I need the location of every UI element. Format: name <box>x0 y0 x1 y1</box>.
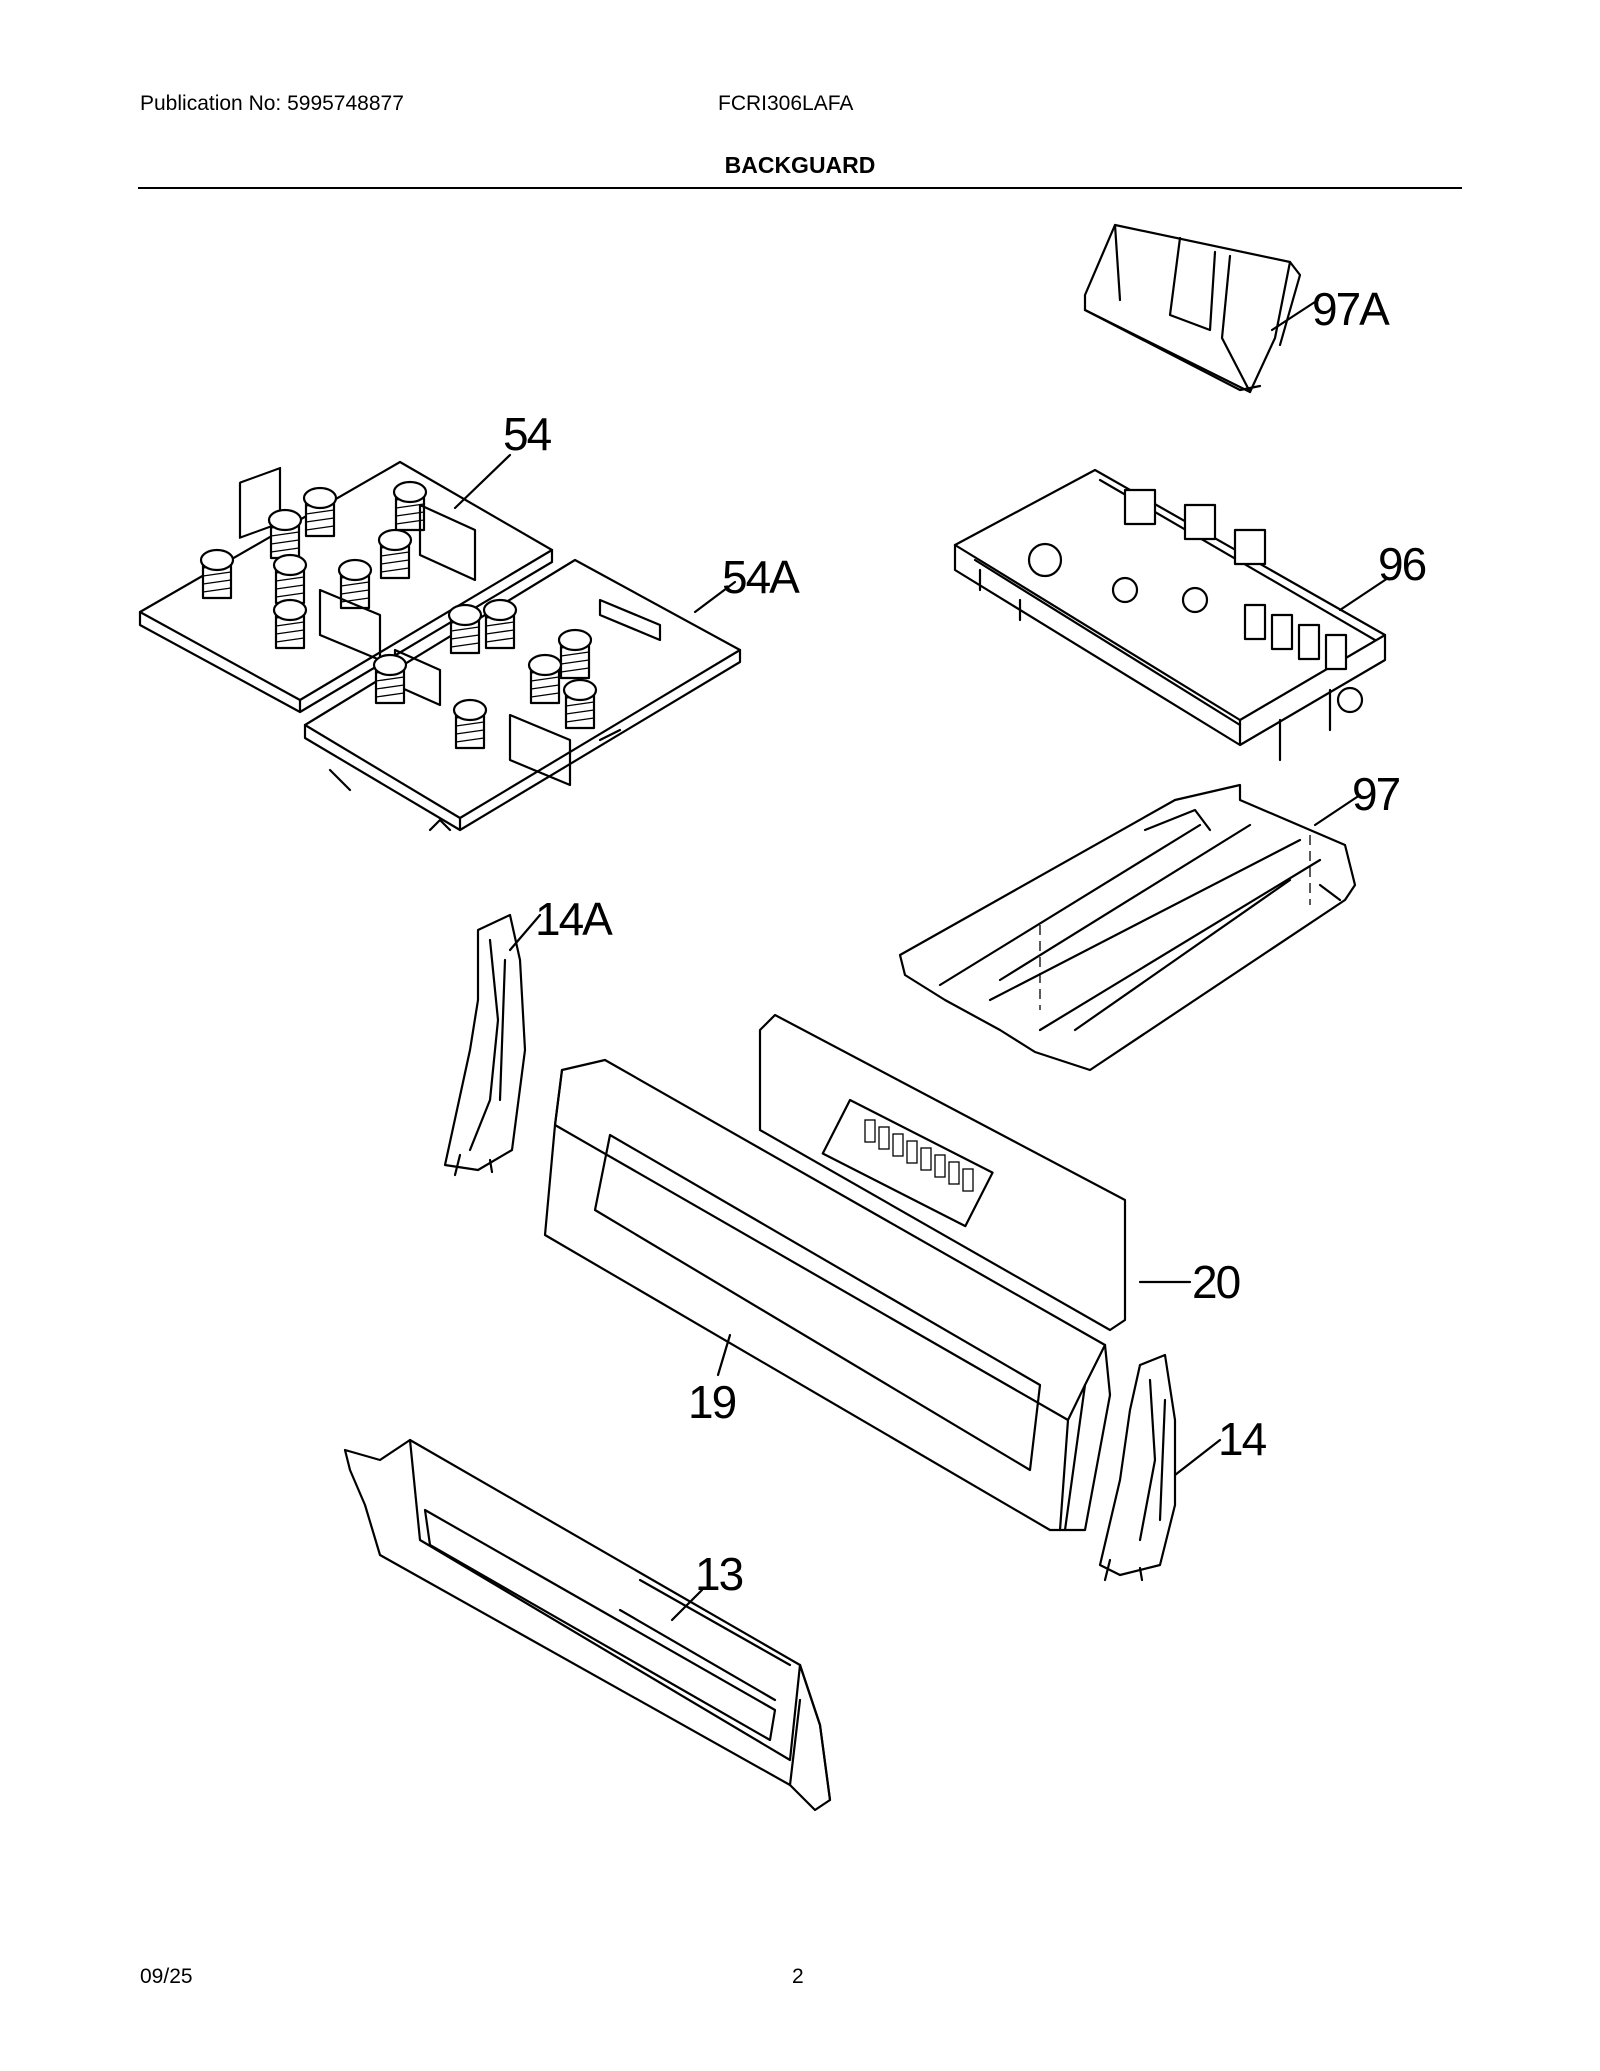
part-54A-relay-board <box>303 558 742 832</box>
part-20-ui-board <box>758 1013 1127 1332</box>
display-segment <box>906 1140 918 1164</box>
coil-54A-0 <box>447 603 483 655</box>
coil-54-7 <box>272 598 308 650</box>
callout-13-label: 13 <box>695 1548 743 1600</box>
coil-54A-1 <box>482 598 518 650</box>
callout-19: 19 <box>688 1333 738 1428</box>
callout-96: 96 <box>1338 538 1428 612</box>
part-14-end-bracket <box>1098 1353 1177 1582</box>
callout-54A: 54A <box>693 551 802 614</box>
part-97-mounting-plate <box>898 783 1357 1072</box>
page-title: BACKGUARD <box>724 152 876 178</box>
callout-54A-label: 54A <box>722 551 800 603</box>
callout-97-label: 97 <box>1352 768 1400 820</box>
coil-54A-3 <box>372 653 408 705</box>
coil-54-3 <box>199 548 235 600</box>
callout-14-label: 14 <box>1218 1413 1267 1465</box>
display-segment <box>864 1119 876 1143</box>
callout-54: 54 <box>453 408 554 510</box>
callout-97A-label: 97A <box>1312 283 1390 335</box>
coil-54-4 <box>272 553 308 605</box>
coil-54A-2 <box>557 628 593 680</box>
coil-54A-6 <box>452 698 488 750</box>
callout-14A: 14A <box>508 893 615 952</box>
display-segment <box>878 1126 890 1150</box>
display-segment <box>934 1154 946 1178</box>
header-rule <box>138 187 1462 189</box>
publication-number: Publication No: 5995748877 <box>140 92 404 115</box>
callout-96-label: 96 <box>1378 538 1426 590</box>
model-number: FCRI306LAFA <box>718 92 854 115</box>
callout-54-label: 54 <box>503 408 552 460</box>
footer-page-number: 2 <box>792 1965 804 1988</box>
part-19-control-panel <box>543 1058 1112 1532</box>
callout-14A-label: 14A <box>535 893 613 945</box>
coil-54A-4 <box>527 653 563 705</box>
coil-54A-5 <box>562 678 598 730</box>
callout-20: 20 <box>1138 1256 1242 1308</box>
callout-14: 14 <box>1173 1413 1269 1477</box>
display-segment <box>948 1161 960 1185</box>
part-13-backguard-frame <box>343 1438 832 1812</box>
part-96-control-housing <box>953 468 1387 762</box>
callout-19-label: 19 <box>688 1376 736 1428</box>
callout-20-label: 20 <box>1192 1256 1240 1308</box>
coil-54-6 <box>377 528 413 580</box>
display-segment <box>962 1168 974 1192</box>
callout-97A: 97A <box>1270 283 1392 335</box>
coil-54-0 <box>302 486 338 538</box>
display-segment <box>920 1147 932 1171</box>
coil-54-1 <box>267 508 303 560</box>
coil-54-5 <box>337 558 373 610</box>
part-14A-end-bracket <box>443 913 527 1177</box>
display-segment <box>892 1133 904 1157</box>
footer-date: 09/25 <box>140 1965 193 1988</box>
callout-97: 97 <box>1313 768 1402 827</box>
part-97A-bracket <box>1083 223 1302 394</box>
callout-13: 13 <box>670 1548 745 1622</box>
